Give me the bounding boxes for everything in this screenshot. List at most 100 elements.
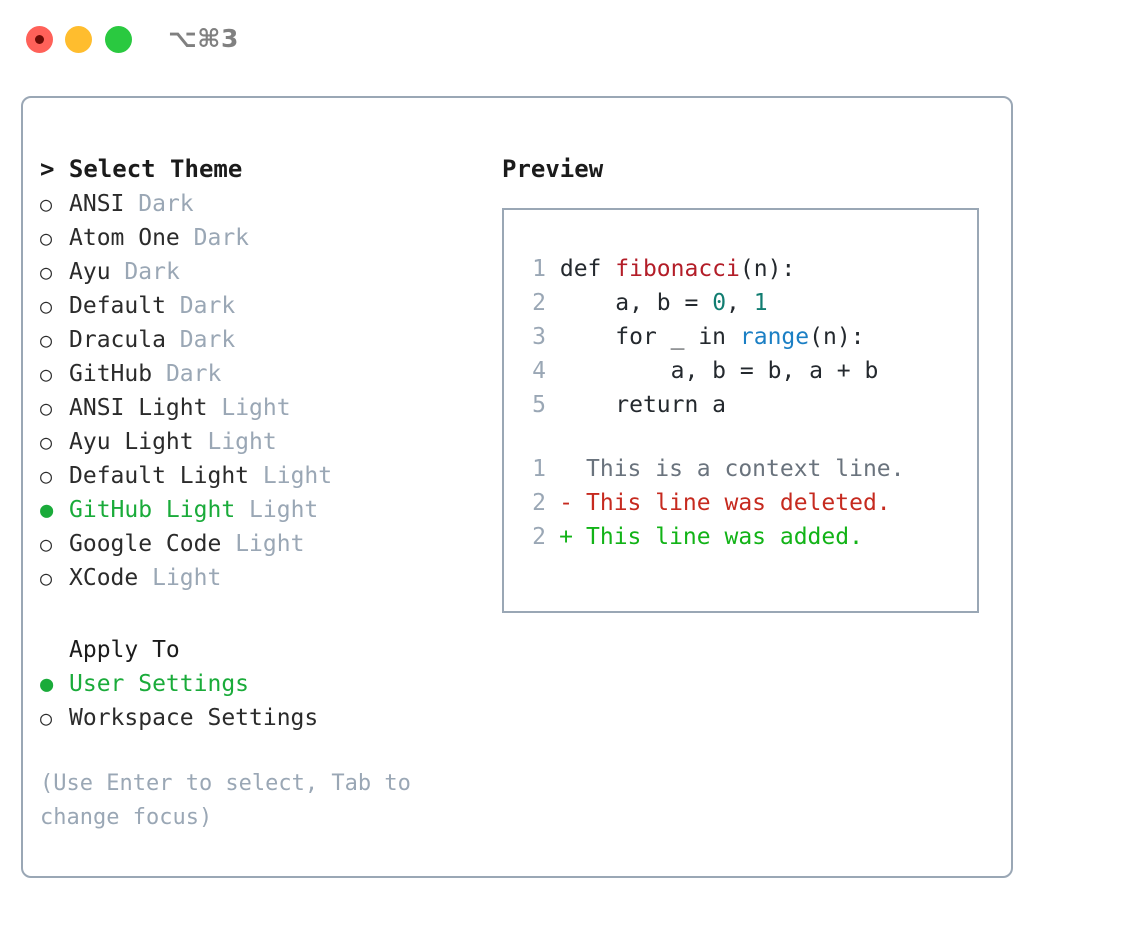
radio-unselected-icon[interactable]: ○ — [40, 396, 53, 420]
code-token: range — [739, 324, 810, 350]
theme-list-item[interactable]: ○GitHub Dark — [40, 357, 480, 391]
code-token: (n): — [739, 256, 796, 282]
minimize-window-button[interactable] — [65, 26, 92, 53]
radio-unselected-icon[interactable]: ○ — [40, 328, 53, 352]
diff-lines: 1 This is a context line. 2-This line was… — [518, 452, 971, 554]
diff-marker — [546, 452, 586, 486]
diff-line-number: 2 — [532, 524, 546, 550]
theme-list-item[interactable]: ○ANSI Light Light — [40, 391, 480, 425]
code-token: , — [726, 290, 754, 316]
theme-list-item[interactable]: ○ XCode Light — [40, 561, 480, 595]
radio-unselected-icon[interactable]: ○ — [40, 532, 53, 556]
diff-marker: + — [559, 524, 573, 550]
theme-list-item[interactable]: ○ Google Code Light — [40, 527, 480, 561]
line-number: 2 — [532, 290, 546, 316]
code-token: def — [559, 256, 616, 282]
preview-heading: Preview — [502, 155, 604, 183]
keyboard-hint-text: (Use Enter to select, Tab to change focu… — [40, 771, 411, 830]
line-number: 1 — [532, 256, 546, 282]
theme-list[interactable]: ○ ANSI Dark ○ Atom One Dark ○ Ayu Dark ○ Defaul… — [40, 187, 480, 595]
code-token: fibonacci — [615, 256, 740, 282]
recording-indicator-icon — [35, 35, 44, 44]
theme-name-label: Atom One — [69, 225, 180, 251]
title-bar: ⌥⌘3 — [0, 0, 1140, 78]
line-number: 5 — [532, 392, 546, 418]
code-token: a, b = b, a + b — [559, 358, 879, 384]
preview-column: Preview 1 def fibonacci(n):2 a, b = 0, 1… — [502, 151, 992, 613]
radio-unselected-icon[interactable]: ○ — [40, 260, 53, 284]
theme-picker-column: > Select Theme ○ANSI Dark○Atom One Dark○… — [40, 151, 480, 835]
theme-name-label: ANSI Light — [69, 395, 208, 421]
code-token: 1 — [753, 290, 768, 316]
radio-selected-icon[interactable]: ● — [40, 672, 54, 697]
apply-to-label: User Settings — [69, 671, 250, 697]
theme-kind-badge: Light — [235, 531, 305, 557]
code-token: 0 — [712, 290, 727, 316]
theme-list-item[interactable]: ● GitHub Light Light — [40, 493, 480, 527]
theme-list-item[interactable]: ○ Ayu Dark — [40, 255, 480, 289]
radio-unselected-icon[interactable]: ○ — [40, 192, 53, 216]
line-number: 3 — [532, 324, 546, 350]
diff-text: This line was added. — [586, 524, 863, 550]
theme-list-item[interactable]: ○ Ayu Light Light — [40, 425, 480, 459]
apply-to-list[interactable]: ● User Settings ○ Workspace Settings — [40, 667, 480, 735]
code-line: 5 return a — [518, 388, 971, 422]
theme-list-item[interactable]: ○ ANSI Dark — [40, 187, 480, 221]
theme-name-label: ANSI — [69, 191, 125, 217]
theme-name-label: Default — [69, 293, 166, 319]
theme-kind-badge: Light — [152, 565, 222, 591]
diff-marker: - — [559, 490, 573, 516]
code-token: a, b = — [559, 290, 713, 316]
radio-unselected-icon[interactable]: ○ — [40, 706, 53, 730]
theme-kind-badge: Light — [262, 463, 333, 489]
radio-unselected-icon[interactable]: ○ — [40, 464, 53, 488]
code-token: for _ in — [559, 324, 740, 350]
apply-to-label: Workspace Settings — [69, 705, 319, 731]
diff-line-number: 2 — [532, 490, 546, 516]
code-line: 1 def fibonacci(n): — [518, 252, 971, 286]
radio-selected-icon[interactable]: ● — [40, 498, 54, 523]
diff-line: 2 + This line was added. — [518, 520, 971, 554]
theme-kind-badge: Dark — [179, 327, 236, 353]
theme-kind-badge: Dark — [193, 225, 250, 251]
apply-to-option[interactable]: ○ Workspace Settings — [40, 701, 480, 735]
theme-kind-badge: Light — [249, 497, 319, 523]
theme-kind-badge: Dark — [138, 191, 194, 217]
diff-line: 2-This line was deleted. — [518, 486, 971, 520]
code-line: 4 a, b = b, a + b — [518, 354, 971, 388]
theme-name-label: XCode — [69, 565, 139, 591]
theme-kind-badge: Dark — [179, 293, 236, 319]
radio-unselected-icon[interactable]: ○ — [40, 226, 53, 250]
select-theme-heading: > Select Theme — [40, 155, 243, 183]
code-line: 3 for _ in range(n): — [518, 320, 971, 354]
theme-list-item[interactable]: ○ Atom One Dark — [40, 221, 480, 255]
theme-name-label: GitHub Light — [69, 497, 236, 523]
main-panel: > Select Theme ○ANSI Dark○Atom One Dark○… — [21, 96, 1013, 878]
theme-kind-badge: Dark — [124, 259, 180, 285]
theme-kind-badge: Light — [207, 429, 277, 455]
theme-list-item[interactable]: ○ Default Light Light — [40, 459, 480, 493]
radio-unselected-icon[interactable]: ○ — [40, 430, 53, 454]
diff-text: This line was deleted. — [586, 490, 891, 516]
theme-list-item[interactable]: ○ Default Dark — [40, 289, 480, 323]
diff-text: This is a context line. — [586, 456, 905, 482]
maximize-window-button[interactable] — [105, 26, 132, 53]
code-token: return a — [559, 392, 727, 418]
diff-line-number: 1 — [532, 456, 546, 482]
theme-list-item[interactable]: ○ Dracula Dark — [40, 323, 480, 357]
theme-name-label: Default Light — [69, 463, 250, 489]
apply-to-option[interactable]: ● User Settings — [40, 667, 480, 701]
radio-unselected-icon[interactable]: ○ — [40, 294, 53, 318]
radio-unselected-icon[interactable]: ○ — [40, 566, 53, 590]
theme-name-label: Ayu Light — [69, 429, 194, 455]
keyboard-shortcut-label: ⌥⌘3 — [168, 24, 239, 53]
theme-name-label: Google Code — [69, 531, 222, 557]
theme-name-label: Dracula — [69, 327, 166, 353]
code-line: 2 a, b = 0, 1 — [518, 286, 971, 320]
radio-unselected-icon[interactable]: ○ — [40, 362, 53, 386]
theme-name-label: Ayu — [69, 259, 111, 285]
apply-to-heading: Apply To — [69, 637, 180, 663]
